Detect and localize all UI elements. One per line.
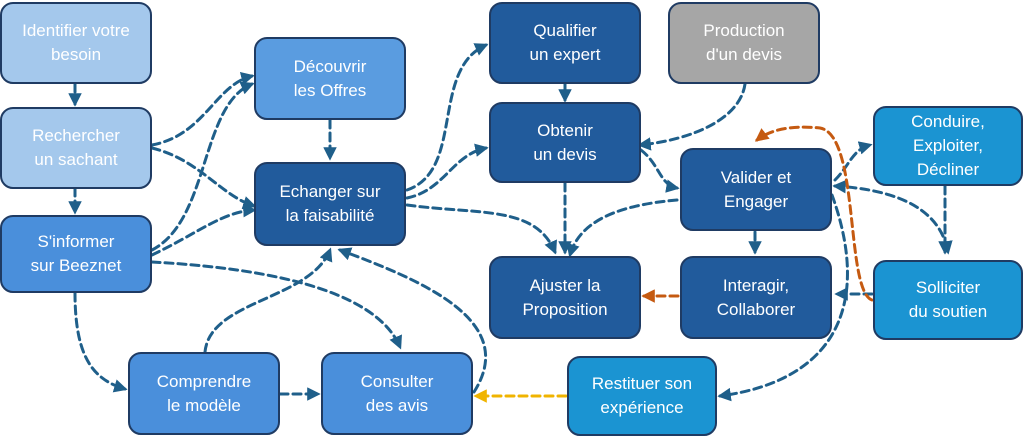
arrow-valider-restituer bbox=[717, 193, 849, 402]
node-echanger-faisabilite[interactable]: Echanger sur la faisabilité bbox=[254, 162, 406, 246]
node-qualifier-expert[interactable]: Qualifier un expert bbox=[489, 2, 641, 84]
arrow-echanger-ajuster bbox=[405, 203, 557, 255]
node-informer-beeznet[interactable]: S'informer sur Beeznet bbox=[0, 215, 152, 293]
node-restituer-experience[interactable]: Restituer son expérience bbox=[567, 356, 717, 436]
arrow-obtenir-valider bbox=[639, 148, 680, 193]
arrow-informer-comprendre bbox=[73, 291, 128, 393]
node-identifier-besoin[interactable]: Identifier votre besoin bbox=[0, 2, 152, 84]
arrow-rechercher-echanger bbox=[150, 146, 257, 210]
node-interagir-collaborer[interactable]: Interagir, Collaborer bbox=[680, 256, 832, 339]
node-valider-engager[interactable]: Valider et Engager bbox=[680, 148, 832, 231]
node-comprendre-modele[interactable]: Comprendre le modèle bbox=[128, 352, 280, 435]
arrow-valider-ajuster bbox=[566, 198, 679, 258]
arrow-echanger-qualifier bbox=[405, 43, 489, 192]
node-production-devis[interactable]: Production d'un devis bbox=[668, 2, 820, 84]
arrow-rechercher-decouvrir bbox=[150, 72, 255, 147]
arrow-valider-solliciter bbox=[832, 179, 953, 255]
arrow-informer-echanger bbox=[150, 203, 257, 257]
node-rechercher-sachant[interactable]: Rechercher un sachant bbox=[0, 107, 152, 189]
arrow-informer-decouvrir bbox=[150, 81, 255, 252]
arrow-consulter-echanger bbox=[337, 247, 488, 394]
arrow-comprendre-echanger bbox=[203, 247, 333, 354]
node-consulter-avis[interactable]: Consulter des avis bbox=[321, 352, 473, 435]
node-ajuster-proposition[interactable]: Ajuster la Proposition bbox=[489, 256, 641, 339]
node-decouvrir-offres[interactable]: Découvrir les Offres bbox=[254, 37, 406, 120]
arrow-valider-conduire bbox=[833, 141, 873, 182]
arrow-informer-consulter bbox=[150, 260, 402, 350]
arrow-echanger-obtenir bbox=[405, 143, 489, 200]
node-conduire-exploiter-decliner[interactable]: Conduire, Exploiter, Décliner bbox=[873, 106, 1023, 186]
node-solliciter-soutien[interactable]: Solliciter du soutien bbox=[873, 260, 1023, 340]
arrow-solliciter-valider-orange bbox=[754, 125, 874, 302]
arrow-production-obtenir bbox=[637, 82, 747, 151]
node-obtenir-devis[interactable]: Obtenir un devis bbox=[489, 102, 641, 183]
